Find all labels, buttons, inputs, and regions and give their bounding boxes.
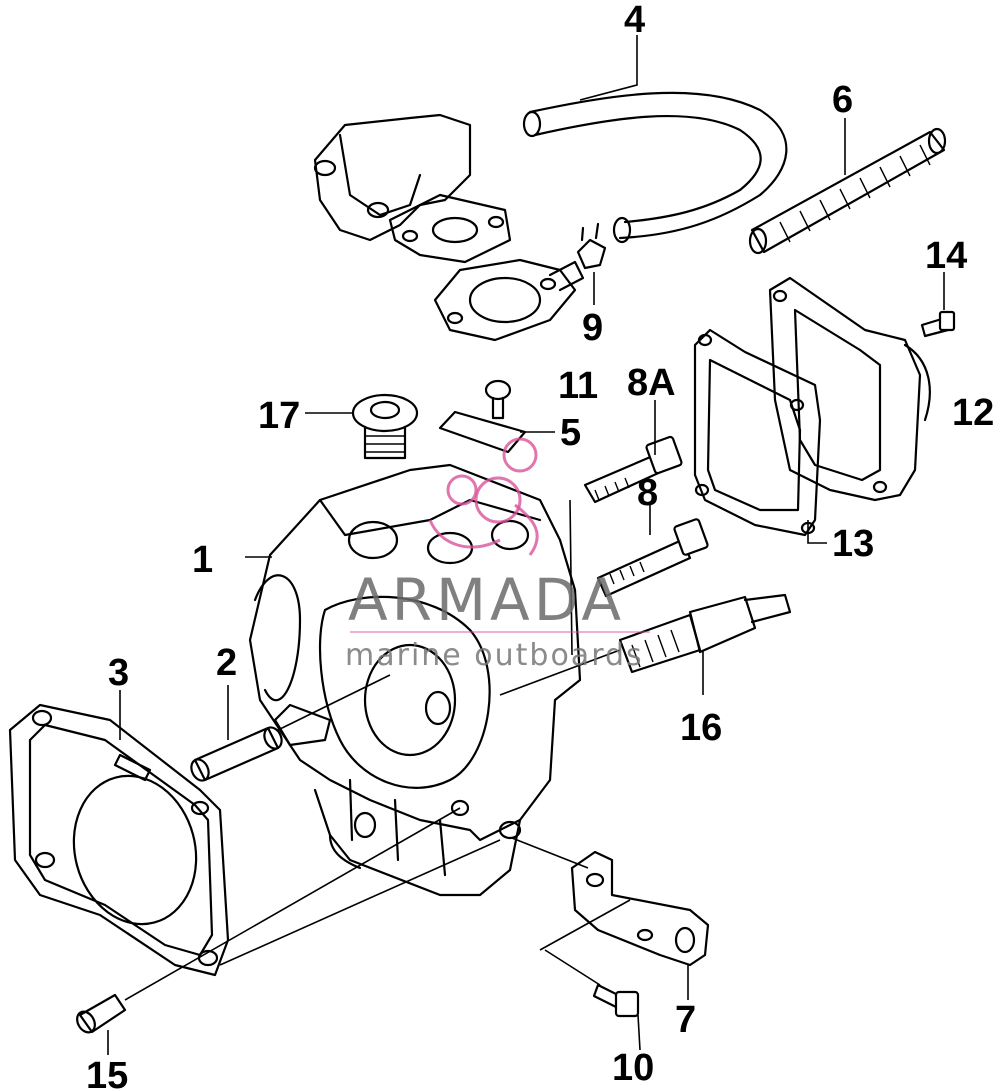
part-screw: [484, 379, 512, 420]
callout-8: 8: [637, 472, 658, 514]
part-sleeve: [76, 993, 127, 1034]
callout-16: 16: [680, 707, 722, 749]
part-dowel-pin: [190, 726, 283, 782]
part-cylinder-head: [248, 463, 582, 897]
part-spark-plug: [618, 593, 792, 674]
part-hose-clip: [576, 222, 607, 270]
leader-lines: [107, 35, 945, 1055]
part-spiral-wrap: [748, 127, 947, 255]
callout-5: 5: [560, 412, 581, 454]
part-bracket: [570, 850, 710, 967]
callout-8a: 8A: [627, 362, 676, 404]
watermark: ARMADA marine outboards: [345, 437, 650, 673]
callout-15: 14: [925, 235, 967, 277]
callout-10: 10: [612, 1047, 654, 1089]
part-thermostat-cover: [313, 113, 512, 264]
callout-4: 4: [624, 0, 645, 41]
callout-11: 11: [558, 365, 598, 407]
callout-1: 1: [192, 539, 213, 581]
part-exhaust-cover: [768, 276, 931, 502]
callout-13: 12: [952, 392, 994, 434]
callout-12: 15: [86, 1055, 128, 1090]
callout-7: 7: [675, 999, 696, 1041]
callout-3: 3: [108, 652, 129, 694]
callout-6: 6: [832, 79, 853, 121]
callout-2: 2: [216, 642, 237, 684]
part-housing-gasket: [433, 258, 585, 342]
callout-14: 13: [832, 523, 874, 565]
callout-17: 17: [258, 395, 300, 437]
part-plate: [438, 410, 527, 454]
callout-9: 9: [582, 307, 603, 349]
watermark-logo: [428, 437, 539, 556]
watermark-tagline: marine outboards: [345, 638, 644, 673]
part-bolt-8a: [583, 435, 683, 504]
part-cover-gasket: [693, 328, 822, 537]
part-small-bolt: [920, 310, 956, 338]
part-thermostat: [351, 393, 419, 460]
part-bolt-8: [596, 518, 709, 598]
part-bracket-bolt: [592, 983, 640, 1018]
watermark-brand: ARMADA: [348, 566, 625, 634]
callout-labels: 4 6 14 9 11 8A 12 17 5 8 13 1 2 3 16 7 1…: [86, 0, 994, 1090]
part-head-gasket: [8, 703, 230, 977]
part-hose: [522, 91, 788, 244]
